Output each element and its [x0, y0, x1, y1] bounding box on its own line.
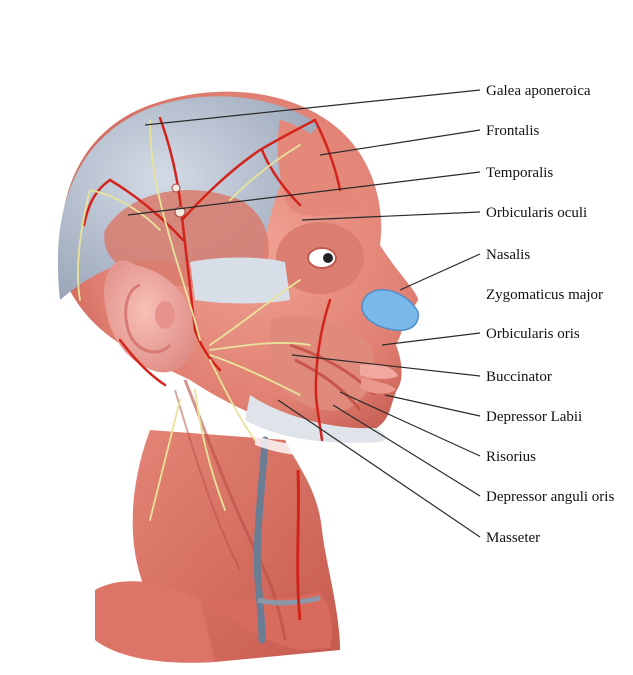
label-temporalis: Temporalis: [486, 165, 553, 181]
labels: Galea aponeroica Frontalis Temporalis Or…: [486, 83, 614, 546]
label-depressor-labii: Depressor Labii: [486, 409, 582, 425]
label-zygomaticus-major: Zygomaticus major: [486, 287, 603, 303]
label-galea-aponeroica: Galea aponeroica: [486, 83, 591, 99]
label-nasalis: Nasalis: [486, 247, 530, 263]
label-masseter: Masseter: [486, 530, 540, 546]
temporal-fascia-band: [190, 258, 290, 304]
leader-depressor-anguli-oris: [333, 405, 480, 496]
leader-nasalis: [400, 254, 480, 290]
label-orbicularis-oris: Orbicularis oris: [486, 326, 580, 342]
label-frontalis: Frontalis: [486, 123, 539, 139]
label-orbicularis-oculi: Orbicularis oculi: [486, 205, 587, 221]
label-buccinator: Buccinator: [486, 369, 552, 385]
label-depressor-anguli-oris: Depressor anguli oris: [486, 489, 614, 505]
label-risorius: Risorius: [486, 449, 536, 465]
leader-depressor-labii: [385, 395, 480, 416]
